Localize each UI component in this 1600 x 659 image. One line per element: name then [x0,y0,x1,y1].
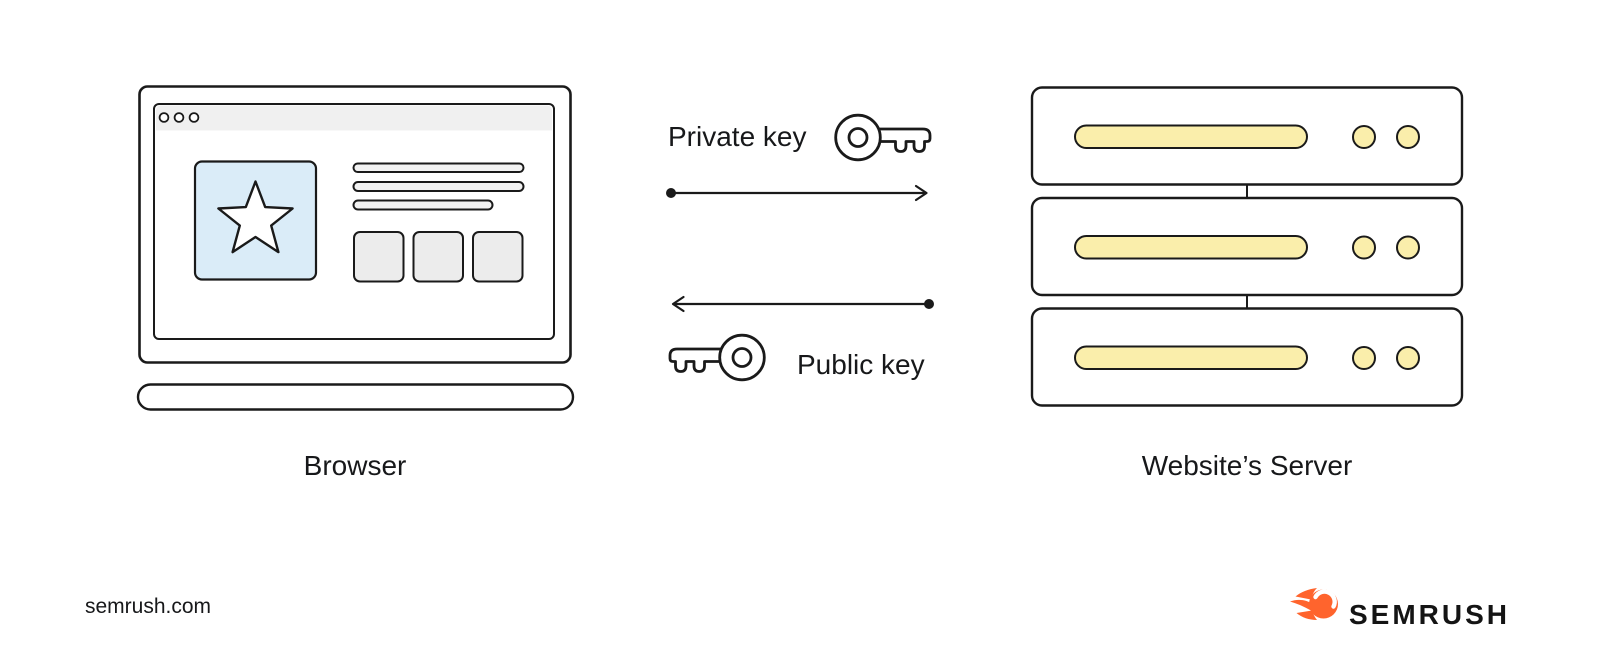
thumbnail-square [412,231,464,283]
server-illustration [1030,86,1464,407]
arrowhead-right-icon [914,184,928,202]
text-line-placeholders [352,162,525,211]
window-dot-icon [188,112,200,123]
arrowhead-left-icon [671,295,685,313]
private-key-label: Private key [668,121,807,152]
browser-window [153,103,555,340]
arrow-left [671,295,934,313]
laptop-screen-frame [138,85,572,364]
server-slot-pill [1074,345,1308,370]
window-dot-icon [173,112,185,123]
key-exchange [666,113,934,382]
server-led [1352,346,1376,370]
arrow-right [666,184,928,202]
thumbnail-placeholders [353,231,524,283]
server-unit [1030,86,1464,186]
server-slot-pill [1074,235,1308,260]
text-line [352,162,525,173]
arrow-start-dot [924,299,934,309]
private-key-icon [834,113,932,162]
browser-titlebar [156,105,552,131]
server-led [1396,125,1420,149]
window-control-dots-icon [158,112,200,123]
public-key-icon [668,333,766,382]
thumbnail-square [353,231,405,283]
watermark-url: semrush.com [85,595,212,618]
flame-highlight-arc [1313,589,1337,609]
browser-label: Browser [303,450,407,481]
semrush-flame-icon [1290,588,1338,620]
server-led [1352,235,1376,260]
arrow-start-dot [666,188,676,198]
semrush-logo-text: SEMRUSH [1349,599,1511,630]
server-label: Website’s Server [1141,450,1353,481]
browser-illustration [136,85,575,411]
text-line [352,181,525,192]
flame-spike [1290,599,1314,611]
laptop-base [136,383,575,411]
flame-spike [1296,610,1317,620]
server-led [1396,235,1420,260]
window-dot-icon [158,112,170,123]
public-key-label: Public key [797,349,925,380]
star-icon [217,180,294,254]
server-unit [1030,196,1464,297]
server-unit [1030,307,1464,407]
server-slot-pill [1074,124,1308,149]
thumbnail-square [472,231,524,283]
server-led [1352,125,1376,149]
text-line [352,199,494,211]
server-led [1396,346,1420,370]
